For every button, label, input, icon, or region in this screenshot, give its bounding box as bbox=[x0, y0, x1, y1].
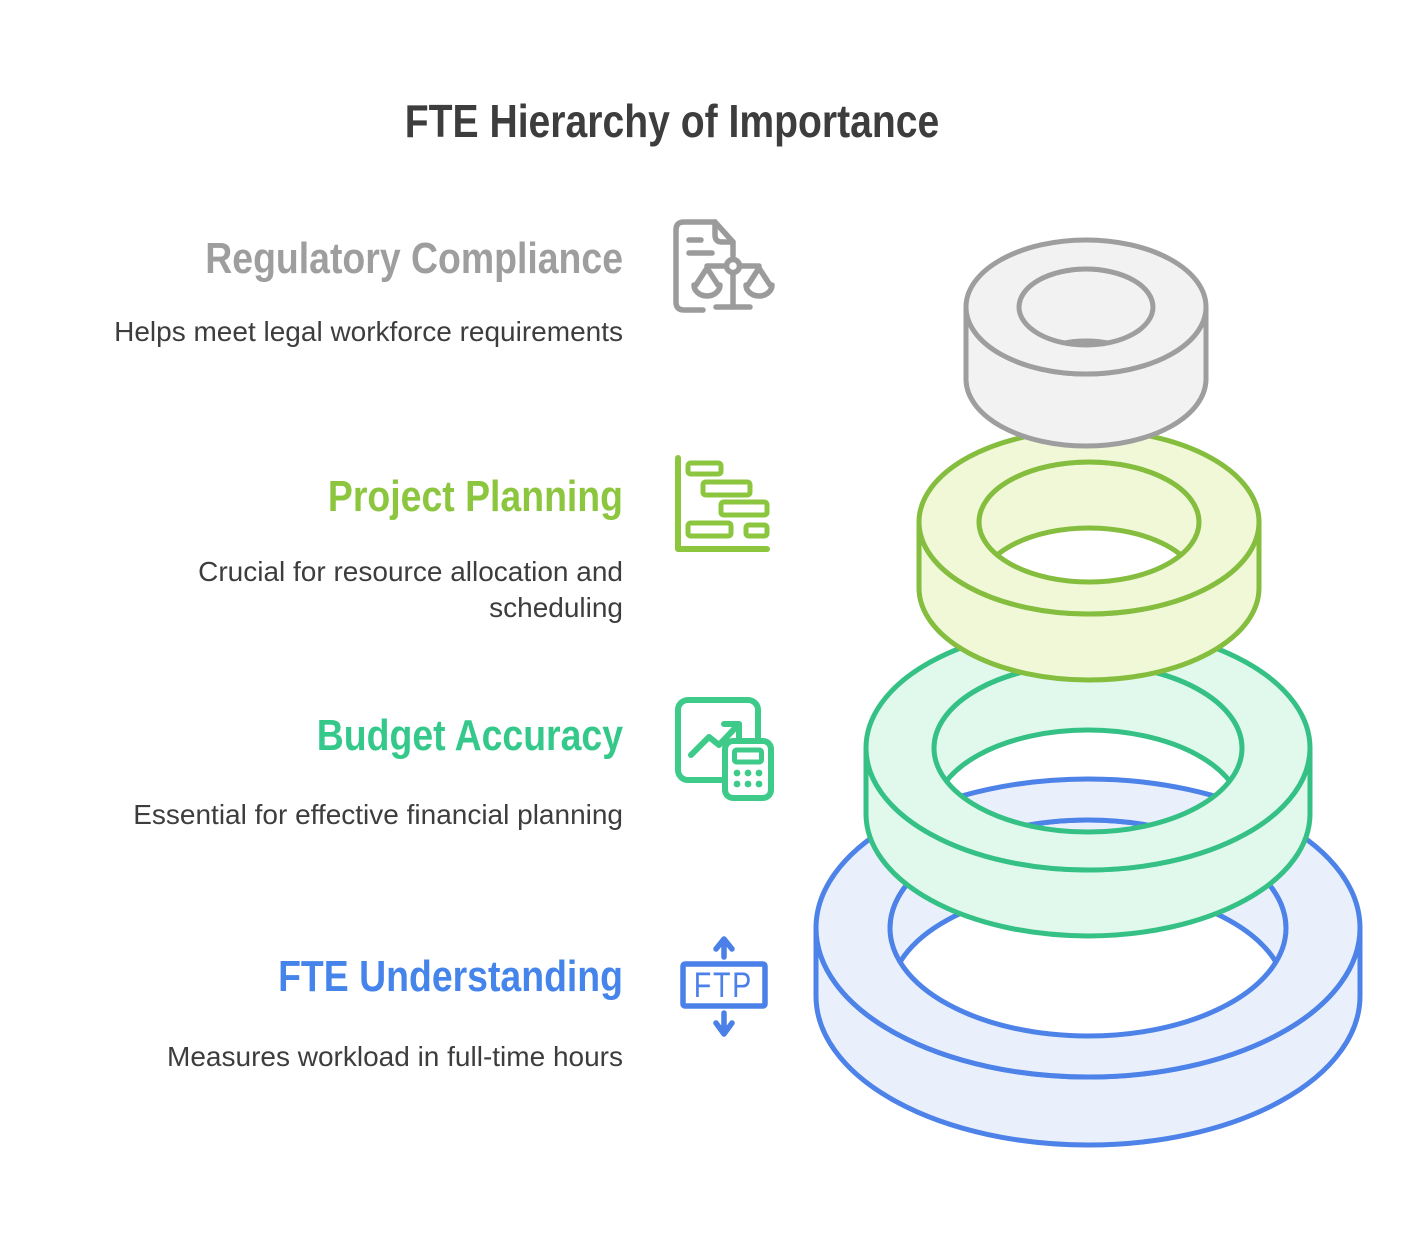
ring-top-face bbox=[813, 776, 1363, 1080]
calculator-buttons bbox=[733, 769, 763, 788]
gantt-bar-3 bbox=[718, 499, 770, 518]
scales-pole-base bbox=[713, 270, 753, 310]
trend-line bbox=[688, 721, 742, 758]
section-heading-fte-understanding: FTE Understanding bbox=[278, 952, 623, 1001]
section-description-fte-understanding: Measures workload in full-time hours bbox=[167, 1041, 623, 1072]
ring-inner-wall bbox=[890, 820, 1286, 999]
ring-inner-wall bbox=[979, 462, 1199, 582]
scales-right-pan bbox=[743, 265, 775, 299]
gantt-axes bbox=[675, 455, 770, 552]
arrow-up-icon bbox=[713, 936, 735, 960]
section-description-regulatory-compliance: Helps meet legal workforce requirements bbox=[114, 316, 623, 347]
chart-calculator-icon bbox=[668, 692, 778, 807]
ring-inner-wall bbox=[1019, 269, 1153, 345]
section-heading-budget-accuracy: Budget Accuracy bbox=[316, 711, 623, 760]
document-scales-icon bbox=[663, 210, 775, 332]
ring-inner-wall bbox=[934, 664, 1242, 817]
ring-project-planning bbox=[916, 427, 1262, 683]
arrow-down-icon bbox=[713, 1010, 735, 1037]
ring-side-wall bbox=[963, 304, 1209, 449]
section-description-project-planning: Crucial for resource allocation and sche… bbox=[198, 556, 623, 623]
ring-budget-accuracy bbox=[863, 623, 1313, 939]
gantt-bar-1 bbox=[685, 460, 724, 477]
ring-top-face bbox=[863, 623, 1313, 873]
ring-top-face bbox=[916, 427, 1262, 617]
gantt-chart-icon bbox=[665, 450, 780, 560]
ring-side-wall bbox=[813, 925, 1363, 1148]
scales-left-pan bbox=[691, 265, 723, 299]
document-fold-flap bbox=[712, 219, 736, 245]
gantt-bar-2 bbox=[700, 479, 753, 498]
gantt-bar-4 bbox=[685, 520, 734, 539]
ring-top-face bbox=[963, 237, 1209, 377]
ring-side-wall bbox=[863, 745, 1313, 939]
calculator-display bbox=[732, 747, 764, 765]
section-heading-project-planning: Project Planning bbox=[327, 472, 623, 521]
trend-arrowhead bbox=[721, 721, 742, 742]
ring-side-wall bbox=[916, 519, 1262, 683]
fte-box bbox=[680, 961, 768, 1009]
document-text-lines bbox=[686, 237, 715, 256]
fte-measure-icon: FTP bbox=[675, 935, 775, 1040]
section-heading-regulatory-compliance: Regulatory Compliance bbox=[205, 234, 623, 283]
ring-regulatory-compliance bbox=[963, 237, 1209, 449]
ring-fte-understanding bbox=[813, 776, 1363, 1148]
gantt-bar-5 bbox=[743, 522, 770, 539]
page-title: FTE Hierarchy of Importance bbox=[404, 95, 940, 147]
fte-box-label: FTP bbox=[694, 965, 753, 1004]
section-description-budget-accuracy: Essential for effective financial planni… bbox=[133, 799, 623, 830]
document-outline bbox=[673, 219, 718, 313]
